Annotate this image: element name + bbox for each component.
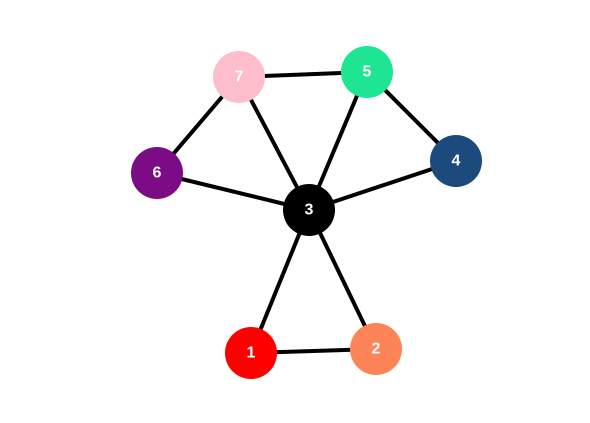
node-circle-3 bbox=[283, 184, 335, 236]
nodes-layer: 1 2 3 4 5 6 7 bbox=[131, 46, 482, 379]
node-label-2: 2 bbox=[372, 341, 381, 358]
node-circle-7 bbox=[213, 51, 265, 103]
node-7: 7 bbox=[213, 51, 265, 103]
edge-6-3 bbox=[155, 171, 311, 212]
node-label-6: 6 bbox=[153, 165, 162, 182]
node-circle-5 bbox=[341, 46, 393, 98]
node-label-5: 5 bbox=[363, 64, 372, 81]
node-5: 5 bbox=[341, 46, 393, 98]
node-6: 6 bbox=[131, 147, 183, 199]
node-3: 3 bbox=[283, 184, 335, 236]
node-circle-4 bbox=[430, 135, 482, 187]
node-circle-1 bbox=[225, 327, 277, 379]
node-4: 4 bbox=[430, 135, 482, 187]
node-circle-6 bbox=[131, 147, 183, 199]
node-circle-2 bbox=[350, 323, 402, 375]
node-2: 2 bbox=[350, 323, 402, 375]
node-label-1: 1 bbox=[247, 345, 256, 362]
node-label-4: 4 bbox=[452, 153, 461, 170]
node-1: 1 bbox=[225, 327, 277, 379]
node-label-7: 7 bbox=[235, 69, 244, 86]
node-label-3: 3 bbox=[305, 202, 314, 219]
